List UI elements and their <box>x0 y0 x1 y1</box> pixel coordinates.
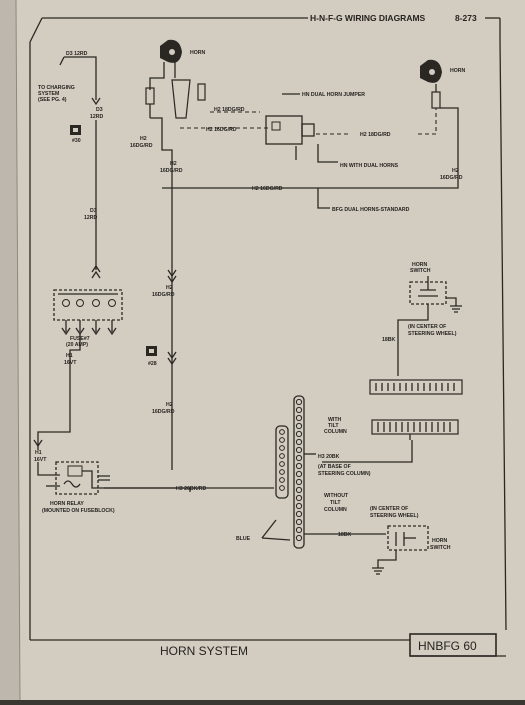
to-charging-label: TO CHARGING <box>38 85 75 91</box>
h2-low-code: H2 <box>166 402 173 408</box>
ground-icon <box>372 567 384 575</box>
h2-mid-wire: 16DG/RD <box>152 292 175 298</box>
h2-left1-code: H2 <box>140 136 147 142</box>
d3-low-code: D3 <box>90 208 97 214</box>
wire-18bk-a: 18BK <box>382 337 396 343</box>
d3-top-wire-label: D3 12RD <box>66 51 88 57</box>
mounted-label: (MOUNTED ON FUSEBLOCK) <box>42 508 115 514</box>
blue-label: BLUE <box>236 536 251 542</box>
horn-switch-top-label-a: HORN <box>412 262 428 268</box>
horn-left-icon <box>160 39 182 63</box>
h3-horizontal-label: H3 20BK/RD <box>176 486 207 492</box>
h2-left2-wire: 16DG/RD <box>160 168 183 174</box>
lower-connector-strip <box>371 419 459 440</box>
in-center-a2: STEERING WHEEL) <box>408 331 457 337</box>
h1-bot-wire: 16VT <box>34 457 47 463</box>
in-center-a1: (IN CENTER OF <box>408 324 446 330</box>
fuse-amp-label: (20 AMP) <box>66 342 88 348</box>
horn-switch-bottom-label-b: SWITCH <box>430 545 451 551</box>
h2-18dg-a-label: H2 18DG/RD <box>214 107 245 113</box>
connector-chevron <box>167 351 177 366</box>
h1-bot-code: H1 <box>35 450 42 456</box>
footer-title: HORN SYSTEM <box>160 644 248 658</box>
h2-16dg-b-label: H2 16DG/RD <box>206 127 237 133</box>
with-tilt-2: TILT <box>328 423 339 429</box>
header-title: H-N-F-G WIRING DIAGRAMS <box>310 13 426 23</box>
connector-chevron <box>167 269 177 284</box>
d3-mid-code: D3 <box>96 107 103 113</box>
footer-code: HNBFG 60 <box>418 639 477 653</box>
d3-low-wire: 12RD <box>84 215 98 221</box>
bfg-label: BFG DUAL HORNS-STANDARD <box>332 207 410 213</box>
header-page-number: 8-273 <box>455 13 477 23</box>
without-tilt-2: TILT <box>330 500 341 506</box>
hn-dual-horns-label: HN WITH DUAL HORNS <box>340 163 399 169</box>
h2-horizontal-label: H2 16DG/RD <box>252 186 283 192</box>
h1-top-wire: 16VT <box>64 360 77 366</box>
at-base-1: (AT BASE OF <box>318 464 351 470</box>
see-page-label: (SEE PG. 4) <box>38 97 67 103</box>
h1-top-code: H1 <box>66 353 73 359</box>
h2-right-code: H2 <box>452 168 459 174</box>
horn-right-icon <box>420 59 442 83</box>
in-center-b1: (IN CENTER OF <box>370 506 408 512</box>
horn-switch-bottom-icon <box>387 525 429 551</box>
horn-left-label: HORN <box>190 50 206 56</box>
connector-30-label: #30 <box>72 138 81 144</box>
h2-mid-code: H2 <box>166 285 173 291</box>
at-base-2: STEERING COLUMN) <box>318 471 371 477</box>
jumper-connector <box>197 83 206 101</box>
h2-low-wire: 16DG/RD <box>152 409 175 415</box>
h2-left2-code: H2 <box>170 161 177 167</box>
connector-chevron <box>91 264 101 279</box>
horn-switch-bottom-label-a: HORN <box>432 538 448 544</box>
connector-pins <box>279 398 303 542</box>
hn-jumper-label: HN DUAL HORN JUMPER <box>302 92 365 98</box>
upper-connector-strip <box>369 379 463 395</box>
horn-right-label: HORN <box>450 68 466 74</box>
horn-switch-top-label-b: SWITCH <box>410 268 431 274</box>
fuse-block <box>53 289 123 336</box>
tilt-column-connector <box>275 395 305 549</box>
ground-icon <box>450 305 462 313</box>
dual-horn-jumper <box>265 115 315 145</box>
previous-page-edge <box>0 0 20 700</box>
horn-relay-label: HORN RELAY <box>50 501 84 507</box>
connector-28-label: #28 <box>148 361 157 367</box>
horn-relay <box>55 461 99 495</box>
d3-mid-wire: 12RD <box>90 114 104 120</box>
with-tilt-1: WITH <box>328 417 342 423</box>
left-horn-terminal <box>171 79 191 119</box>
connector-chevron <box>33 439 43 448</box>
h3-20bk-label: H3 20BK <box>318 454 340 460</box>
without-tilt-3: COLUMN <box>324 507 347 513</box>
without-tilt-1: WITHOUT <box>324 493 349 499</box>
system-label: SYSTEM <box>38 91 59 97</box>
h2-left1-wire: 16DG/RD <box>130 143 153 149</box>
connector-chevron <box>91 97 101 106</box>
paper-sheet <box>8 0 525 700</box>
wire-18bk-b: 18BK <box>338 532 352 538</box>
h2-right-wire: 16DG/RD <box>440 175 463 181</box>
in-center-b2: STEERING WHEEL) <box>370 513 419 519</box>
horn-switch-top-icon <box>409 276 447 305</box>
h2-18dg-c-label: H2 18DG/RD <box>360 132 391 138</box>
with-tilt-3: COLUMN <box>324 429 347 435</box>
